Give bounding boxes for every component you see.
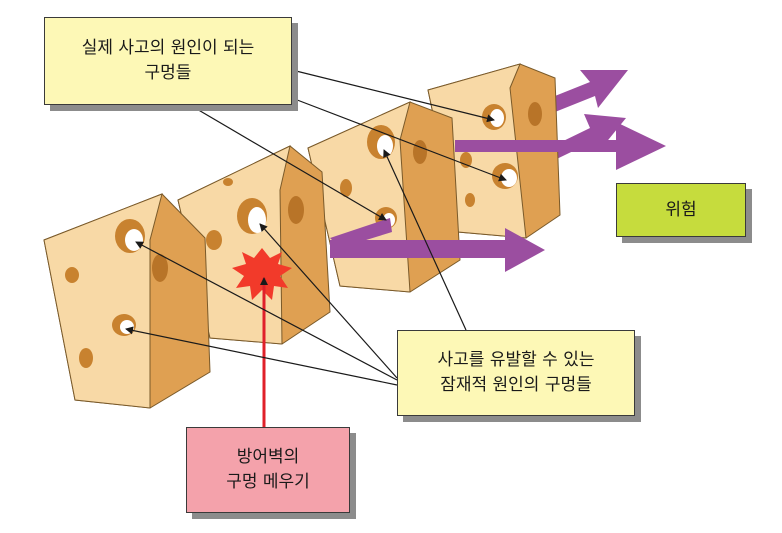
risk-arrow-lower (330, 228, 545, 272)
cheese-slice-3 (307, 101, 461, 293)
callout-lines (125, 69, 507, 386)
hole (528, 102, 542, 126)
latent-holes-line1: 사고를 유발할 수 있는 (437, 350, 595, 371)
hole (465, 193, 475, 207)
hole (288, 196, 304, 224)
hole (223, 178, 233, 186)
risk-text: 위험 (665, 199, 697, 220)
risk-arrows-front (330, 122, 666, 272)
hole (65, 267, 79, 283)
hole (340, 179, 352, 197)
hole (79, 348, 93, 368)
starburst-icon (232, 248, 292, 300)
latent-holes-line2: 잠재적 원인의 구멍들 (440, 375, 592, 395)
actual-holes-line1: 실제 사고의 원인이 되는 (81, 38, 255, 59)
risk-label: 위험 (616, 183, 746, 237)
risk-arrow-middle (455, 122, 666, 170)
hole (460, 152, 472, 168)
cheese-slice-1 (43, 193, 211, 409)
actual-holes-line2: 구멍들 (144, 63, 192, 83)
latent-holes-callout: 사고를 유발할 수 있는 잠재적 원인의 구멍들 (397, 330, 635, 416)
fill-holes-line1: 방어벽의 (236, 447, 300, 468)
actual-holes-callout: 실제 사고의 원인이 되는 구멍들 (44, 17, 292, 105)
hole (206, 230, 222, 250)
fill-holes-line2: 구멍 메우기 (226, 472, 310, 492)
hole (413, 140, 427, 164)
fill-holes-callout: 방어벽의 구멍 메우기 (186, 427, 350, 513)
hole (152, 254, 168, 282)
